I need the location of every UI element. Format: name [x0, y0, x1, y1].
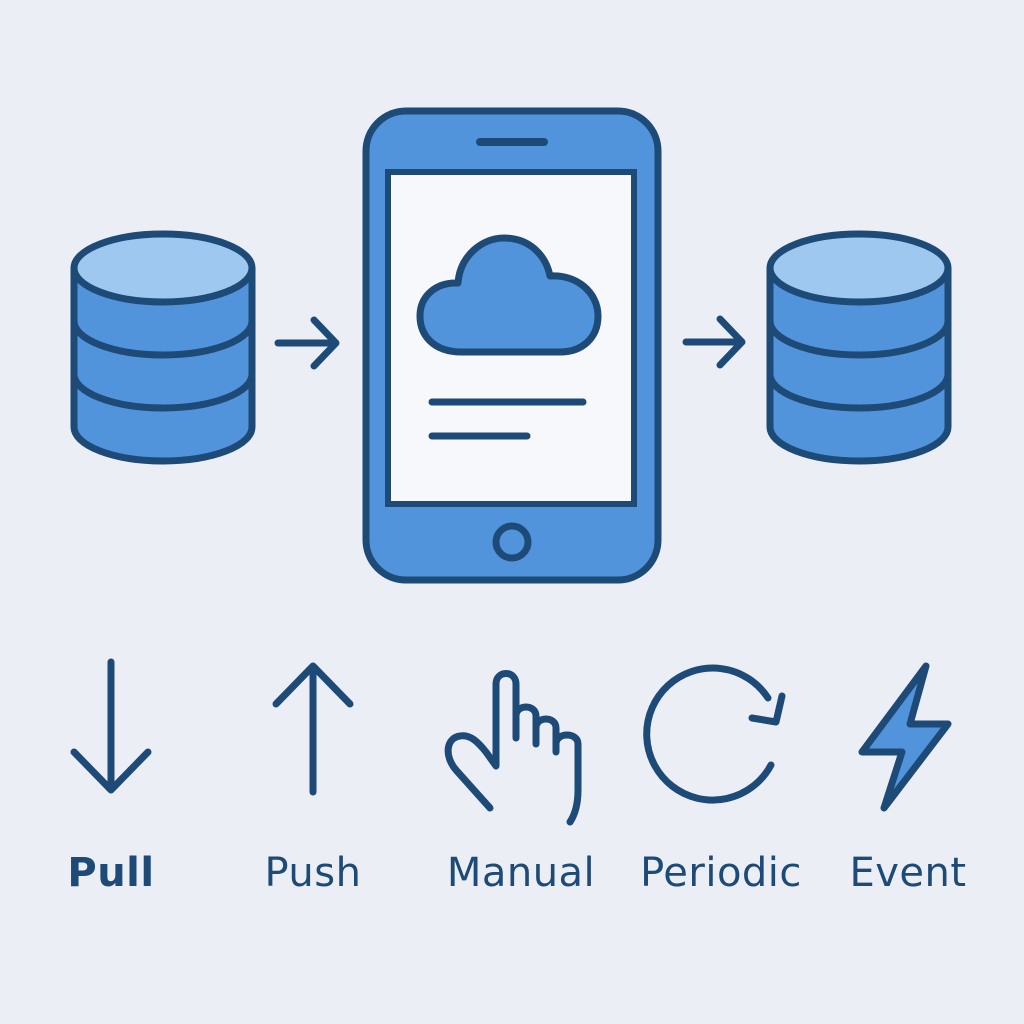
periodic-label: Periodic [640, 850, 802, 896]
arrow-down-icon [70, 658, 152, 794]
event-label: Event [849, 850, 967, 896]
refresh-icon [643, 664, 786, 804]
pull-label: Pull [67, 850, 155, 896]
push-label: Push [264, 850, 362, 896]
hand-pointer-icon [444, 670, 582, 826]
source-database-icon [70, 230, 256, 465]
manual-label: Manual [446, 850, 596, 896]
arrow-up-icon [272, 662, 354, 796]
screen-text-lines [428, 398, 587, 440]
flow-arrow-in-icon [274, 316, 340, 370]
cloud-icon [416, 234, 602, 356]
target-database-icon [766, 230, 952, 465]
lightning-bolt-icon [858, 662, 952, 812]
sync-mode-labels: Pull Push Manual Periodic Event [0, 840, 1024, 910]
flow-arrow-out-icon [682, 315, 746, 369]
